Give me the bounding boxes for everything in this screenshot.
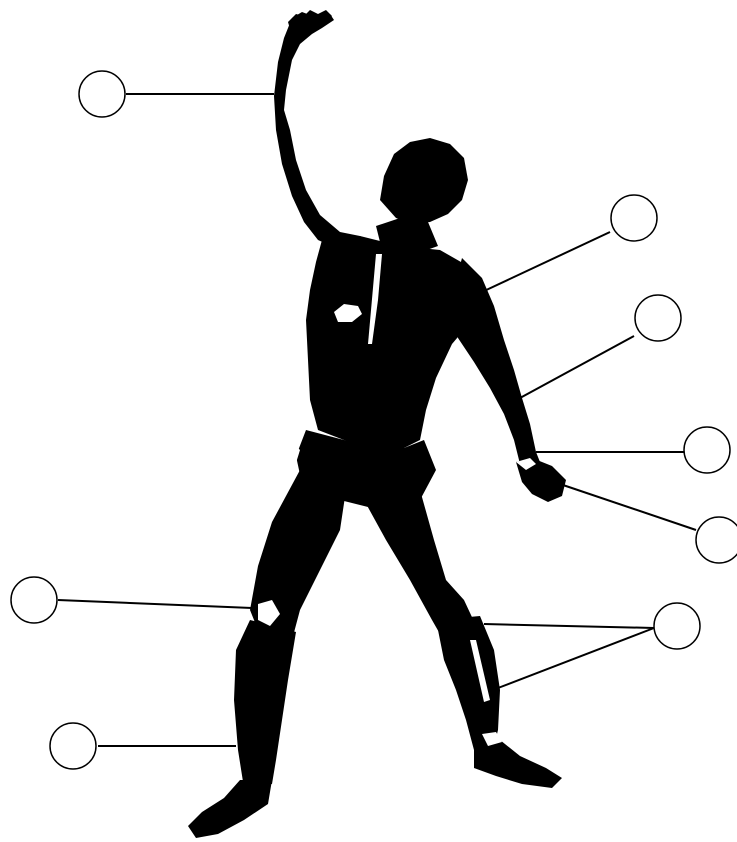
leader-line-lower-leg-b — [498, 628, 654, 688]
lower-arm — [448, 258, 540, 464]
raised-arm — [274, 12, 372, 250]
label-circle-shoulder[interactable] — [611, 195, 657, 241]
head — [380, 138, 468, 224]
label-circle-forearm[interactable] — [635, 295, 681, 341]
human-figure-silhouette — [188, 10, 566, 838]
shin-right — [436, 616, 500, 750]
leader-line-lower-leg-a — [484, 624, 654, 628]
leader-line-shoulder — [482, 232, 610, 292]
leader-line-knee — [58, 600, 252, 608]
shin-left — [234, 620, 296, 788]
label-circle-shin[interactable] — [50, 723, 96, 769]
label-circle-lower-leg[interactable] — [654, 603, 700, 649]
leader-line-forearm — [520, 336, 634, 398]
foot-left — [188, 780, 272, 838]
torso — [306, 236, 486, 448]
leader-line-hand — [560, 484, 696, 530]
foot-right — [474, 740, 562, 788]
label-circle-wrist[interactable] — [684, 427, 730, 473]
label-circle-upper-arm[interactable] — [79, 71, 125, 117]
label-circle-hand[interactable] — [696, 517, 737, 563]
label-circle-knee[interactable] — [11, 577, 57, 623]
